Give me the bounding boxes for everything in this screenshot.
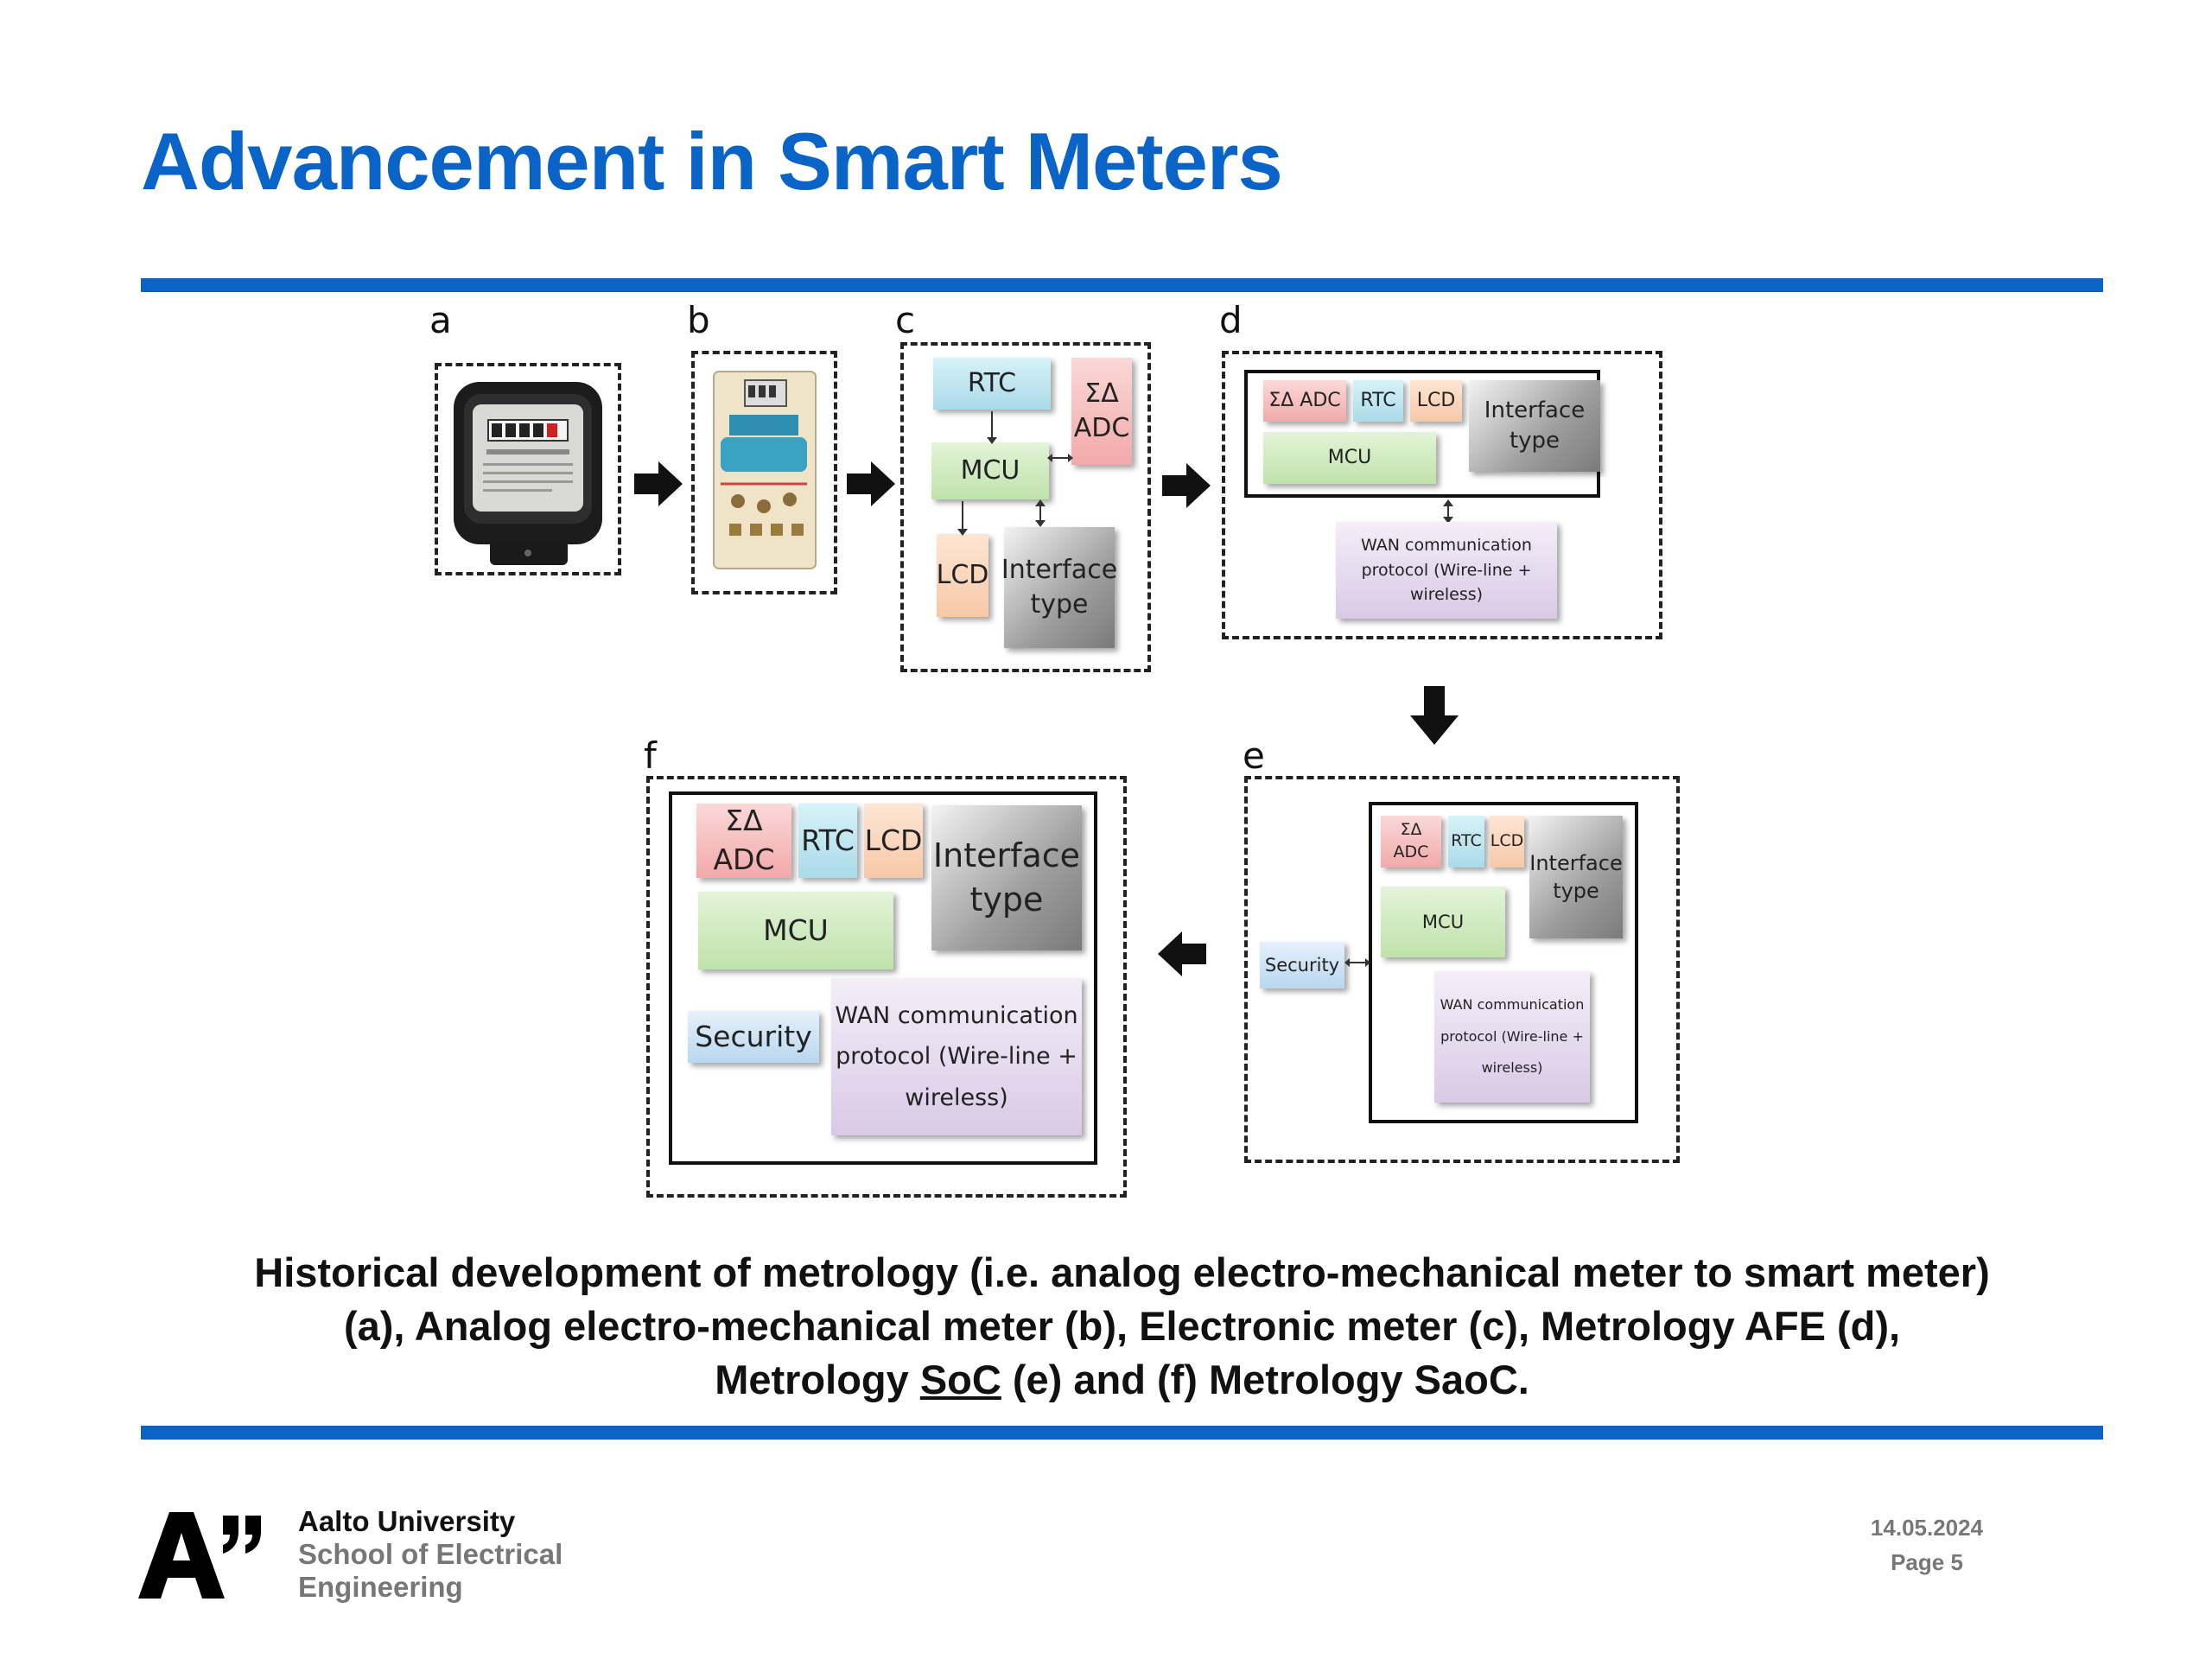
aalto-logo <box>138 1512 268 1603</box>
top-divider <box>141 278 2103 292</box>
d-interface-line1: Interface <box>1484 397 1586 423</box>
c-adc-block: ΣΔ ADC <box>1071 358 1132 465</box>
analog-meter-image <box>454 382 602 565</box>
caption-soc: SoC <box>919 1357 1001 1402</box>
e-connector-line <box>1344 958 1370 967</box>
e-interface-block: Interface type <box>1529 816 1623 938</box>
c-interface-line2: type <box>1030 589 1089 620</box>
arrow-down-icon <box>1408 684 1460 751</box>
e-lcd-block: LCD <box>1490 816 1524 868</box>
panel-e-metrology-soc <box>1244 776 1680 1163</box>
e-wan-line1: WAN communication <box>1440 995 1585 1013</box>
panel-label-f: f <box>644 734 657 777</box>
e-wan-block: WAN communication protocol (Wire-line + … <box>1434 971 1590 1103</box>
caption-line-2: (a), Analog electro-mechanical meter (b)… <box>343 1303 1901 1349</box>
panel-d-metrology-afe <box>1222 351 1662 639</box>
d-wan-line2: protocol (Wire-line + <box>1361 560 1532 580</box>
c-lcd-block: LCD <box>937 534 988 617</box>
f-interface-block: Interface type <box>931 805 1082 950</box>
e-mcu-block: MCU <box>1381 887 1505 957</box>
caption-line-1: Historical development of metrology (i.e… <box>254 1249 1990 1295</box>
footer-university: Aalto University <box>298 1505 516 1537</box>
f-mcu-block: MCU <box>698 892 893 969</box>
c-interface-line1: Interface <box>1001 554 1118 585</box>
panel-a-analog-meter <box>435 363 621 575</box>
panel-label-e: e <box>1243 734 1265 777</box>
f-interface-line1: Interface <box>932 836 1081 874</box>
f-wan-line1: WAN communication <box>835 1002 1078 1030</box>
arrow-left-icon <box>1156 928 1208 984</box>
c-mcu-block: MCU <box>931 442 1049 499</box>
d-wan-block: WAN communication protocol (Wire-line + … <box>1336 522 1557 619</box>
panel-label-b: b <box>687 299 710 341</box>
d-wan-line3: wireless) <box>1409 585 1484 605</box>
figure-caption: Historical development of metrology (i.e… <box>141 1246 2103 1407</box>
footer-meta: 14.05.2024 Page 5 <box>1832 1510 2022 1580</box>
electronic-meter-image <box>713 371 817 569</box>
bottom-divider <box>141 1426 2103 1440</box>
d-mcu-block: MCU <box>1263 432 1436 484</box>
e-interface-line2: type <box>1553 879 1599 903</box>
f-security-block: Security <box>688 1011 819 1063</box>
c-adc-line1: ΣΔ <box>1084 378 1119 409</box>
panel-label-a: a <box>429 299 452 341</box>
f-interface-line2: type <box>969 880 1044 918</box>
arrow-right-icon <box>632 458 684 514</box>
c-interface-block: Interface type <box>1001 527 1118 648</box>
f-lcd-block: LCD <box>864 804 923 878</box>
e-adc-block: ΣΔ ADC <box>1381 816 1441 868</box>
f-wan-line3: wireless) <box>905 1084 1008 1111</box>
e-wan-line2: protocol (Wire-line + <box>1440 1027 1584 1045</box>
c-rtc-block: RTC <box>933 358 1051 410</box>
d-interface-block: Interface type <box>1469 380 1600 472</box>
arrow-right-icon <box>1160 460 1212 516</box>
f-adc-block: ΣΔ ADC <box>696 804 791 878</box>
e-rtc-block: RTC <box>1448 816 1484 868</box>
footer-school-line1: School of Electrical <box>298 1538 563 1570</box>
f-wan-line2: protocol (Wire-line + <box>836 1043 1077 1071</box>
d-lcd-block: LCD <box>1410 380 1462 422</box>
panel-label-c: c <box>895 299 916 341</box>
d-interface-line2: type <box>1509 428 1560 454</box>
panel-f-metrology-saoc <box>646 776 1127 1198</box>
d-rtc-block: RTC <box>1353 380 1403 422</box>
f-wan-block: WAN communication protocol (Wire-line + … <box>831 978 1082 1135</box>
caption-line-3-post: (e) and (f) Metrology SaoC. <box>1001 1357 1529 1402</box>
arrow-right-icon <box>845 458 897 514</box>
caption-line-3-pre: Metrology <box>715 1357 920 1402</box>
footer-affiliation: Aalto University School of Electrical En… <box>298 1505 563 1604</box>
c-connector-lines <box>957 411 1073 536</box>
footer-school-line2: Engineering <box>298 1571 463 1603</box>
page-title: Advancement in Smart Meters <box>141 116 1283 207</box>
e-interface-line1: Interface <box>1529 850 1623 875</box>
f-rtc-block: RTC <box>798 804 857 878</box>
footer-page-number: Page 5 <box>1891 1549 1963 1575</box>
aalto-logo-mark <box>138 1512 261 1599</box>
d-connector-line <box>1443 499 1453 524</box>
panel-c-metrology-block <box>900 342 1151 672</box>
e-security-block: Security <box>1260 942 1344 988</box>
panel-b-electronic-meter <box>691 351 837 594</box>
footer-date: 14.05.2024 <box>1870 1515 1984 1541</box>
caption-line-3: Metrology SoC (e) and (f) Metrology SaoC… <box>141 1353 2103 1407</box>
c-adc-line2: ADC <box>1073 413 1130 443</box>
d-wan-line1: WAN communication <box>1361 536 1532 556</box>
d-adc-block: ΣΔ ADC <box>1263 380 1346 422</box>
panel-label-d: d <box>1219 299 1243 341</box>
e-wan-line3: wireless) <box>1481 1059 1543 1077</box>
